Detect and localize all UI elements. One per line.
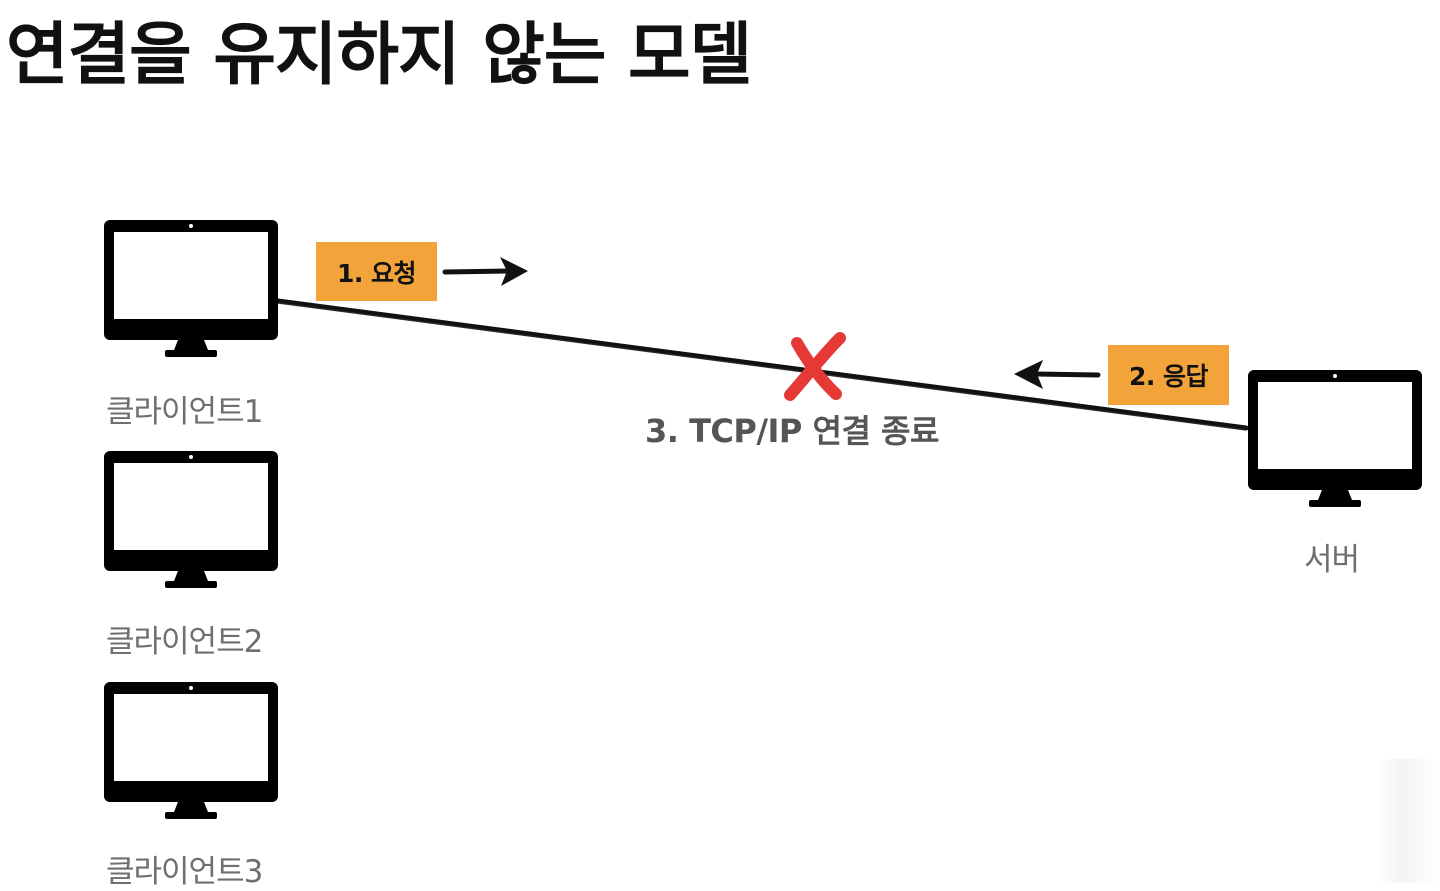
response-arrow-icon: [1014, 360, 1101, 389]
x-mark-icon: [784, 332, 846, 401]
server-monitor-icon: [1248, 370, 1422, 507]
termination-step-label: 3. TCP/IP 연결 종료: [645, 412, 939, 450]
page-title: 연결을 유지하지 않는 모델: [6, 16, 752, 95]
response-step-label: 2. 응답: [1108, 345, 1229, 405]
client-label: 클라이언트3: [106, 854, 263, 890]
connection-line: [275, 298, 1249, 431]
client-monitor-icon: [104, 682, 278, 819]
client-monitor-icon: [104, 451, 278, 588]
server-label: 서버: [1304, 542, 1360, 578]
request-step-label: 1. 요청: [316, 242, 437, 301]
client-label: 클라이언트2: [106, 624, 263, 660]
client-monitor-icon: [104, 220, 278, 357]
client-label: 클라이언트1: [106, 394, 263, 430]
request-arrow-icon: [442, 257, 528, 286]
corner-fade: [1378, 759, 1440, 883]
